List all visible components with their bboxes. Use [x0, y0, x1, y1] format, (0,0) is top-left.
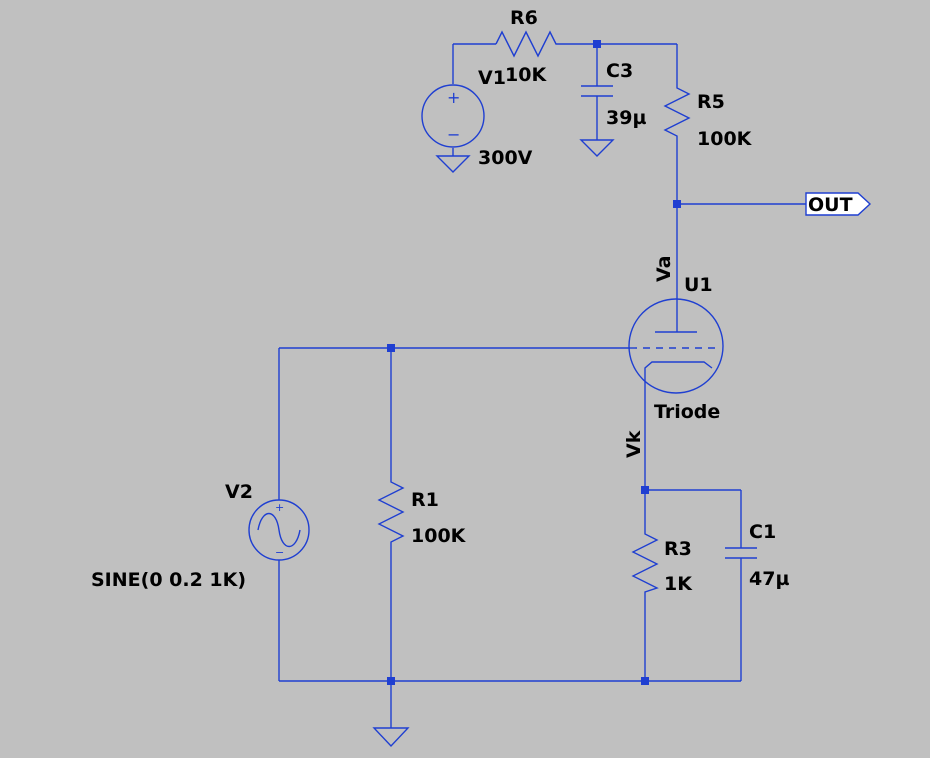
cathode-net-label: Vk: [623, 430, 645, 458]
v1-minus-sign: −: [447, 125, 460, 144]
junction-cathode: [641, 486, 649, 494]
r6-zigzag: [495, 30, 560, 58]
ground-symbol-c3: [579, 139, 615, 157]
c3-value: 39µ: [606, 107, 646, 129]
r3-name: R3: [664, 538, 692, 560]
triode-envelope: [628, 298, 724, 394]
resistor-r5[interactable]: [663, 84, 691, 140]
capacitor-c3[interactable]: [581, 85, 613, 97]
c1-name: C1: [749, 521, 776, 543]
resistor-r3[interactable]: [631, 528, 659, 596]
v2-name: V2: [225, 481, 253, 503]
v1-value: 300V: [478, 147, 533, 169]
ground-symbol-main: [372, 727, 410, 748]
capacitor-c1[interactable]: [725, 547, 757, 559]
voltage-source-v1[interactable]: + −: [421, 84, 485, 148]
v1-plus-sign: +: [447, 88, 460, 107]
u1-value: Triode: [654, 401, 720, 423]
junction-r6-c3-r5: [593, 40, 601, 48]
r3-zigzag: [631, 528, 659, 596]
v2-minus-sign: −: [275, 546, 284, 559]
v2-value: SINE(0 0.2 1K): [91, 569, 246, 591]
v2-sine-wave: [257, 512, 301, 548]
anode-net-label: Va: [653, 256, 675, 283]
triode-cathode: [644, 361, 713, 380]
junctions: [387, 40, 681, 685]
u1-name: U1: [684, 274, 713, 296]
out-port-label: OUT: [808, 194, 853, 216]
junction-ground-r1: [387, 677, 395, 685]
r1-name: R1: [411, 489, 439, 511]
r5-zigzag: [663, 84, 691, 140]
r1-value: 100K: [411, 525, 467, 547]
ground-symbol-v1: [435, 155, 471, 173]
v1-circle: [421, 84, 485, 148]
r1-zigzag: [377, 476, 405, 548]
c1-value: 47µ: [749, 568, 789, 590]
voltage-source-v2[interactable]: + −: [248, 499, 310, 561]
resistor-r6[interactable]: [495, 30, 560, 58]
junction-anode-out: [673, 200, 681, 208]
wires: [278, 43, 806, 728]
r5-name: R5: [697, 91, 725, 113]
junction-grid-r1: [387, 344, 395, 352]
resistor-r1[interactable]: [377, 476, 405, 548]
junction-ground-r3: [641, 677, 649, 685]
r6-name: R6: [510, 7, 538, 29]
r3-value: 1K: [664, 573, 693, 595]
c3-name: C3: [606, 60, 633, 82]
r5-value: 100K: [697, 128, 753, 150]
v1-name: V1: [478, 67, 506, 89]
output-port[interactable]: OUT: [805, 192, 872, 216]
r6-value: 10K: [505, 64, 547, 86]
out-port-shape: [805, 192, 872, 216]
triode-u1[interactable]: [628, 298, 724, 394]
v2-circle: [248, 499, 310, 561]
labels: R6 V1 10K 300V C3 39µ R5 100K Va U1 Trio…: [91, 7, 789, 595]
v2-plus-sign: +: [275, 501, 284, 514]
